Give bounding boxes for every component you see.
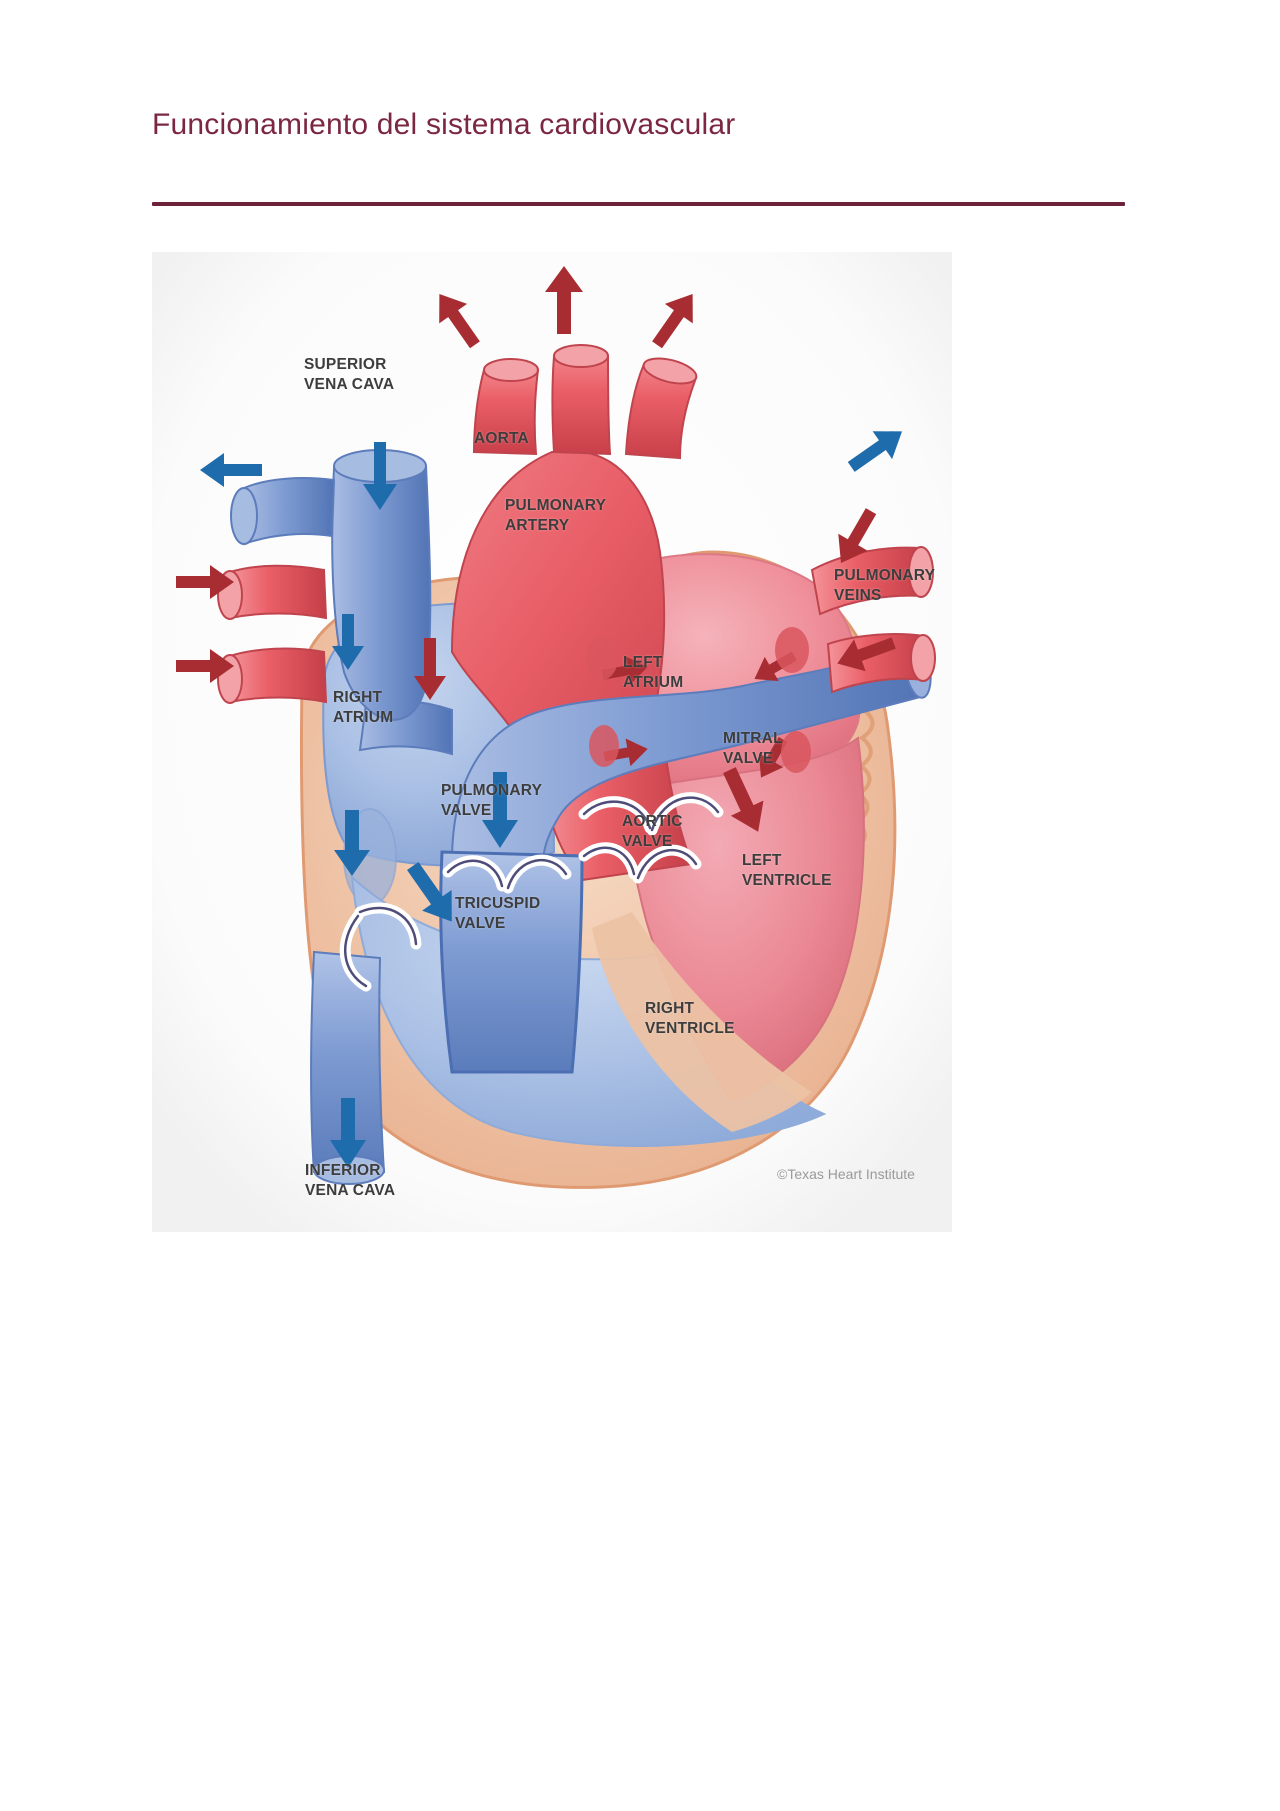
arrow-left-ventricle bbox=[723, 767, 764, 832]
label-right-ventricle: RIGHT VENTRICLE bbox=[645, 1000, 735, 1037]
label-pulmonary-veins: PULMONARY VEINS bbox=[834, 567, 936, 604]
label-mitral-valve: MITRAL VALVE bbox=[723, 730, 783, 767]
arrow-aorta-left-branch bbox=[439, 293, 480, 349]
figure-credit: ©Texas Heart Institute bbox=[777, 1166, 915, 1182]
arrow-ra-in bbox=[332, 614, 364, 670]
label-left-ventricle: LEFT VENTRICLE bbox=[742, 852, 832, 889]
heart-anatomy-figure: ©Texas Heart Institute bbox=[152, 252, 952, 1232]
title-divider bbox=[152, 202, 1125, 206]
arrow-pulmonary-vein-ll bbox=[176, 649, 234, 683]
heart-diagram-svg bbox=[152, 252, 952, 1232]
arrow-ivc-up bbox=[330, 1098, 366, 1168]
label-tricuspid-valve: TRICUSPID VALVE bbox=[455, 895, 541, 932]
arrow-pulmonary-vein-lu bbox=[176, 565, 234, 599]
flow-arrows-deoxygenated bbox=[200, 431, 903, 1168]
interventricular-septum bbox=[592, 912, 812, 1132]
arrow-tricuspid-in bbox=[407, 861, 452, 922]
arrow-innominate-out bbox=[200, 453, 262, 487]
arrow-ra-up bbox=[334, 810, 370, 876]
label-right-atrium: RIGHT ATRIUM bbox=[333, 689, 394, 726]
arrow-aorta-mid-branch bbox=[545, 266, 583, 334]
pulmonary-veins-left bbox=[217, 564, 328, 704]
valve-cusp-outlines bbox=[344, 796, 720, 988]
aortic-arch-branches bbox=[472, 344, 698, 460]
label-aortic-valve: AORTIC VALVE bbox=[622, 813, 683, 850]
arrow-la-4 bbox=[758, 736, 788, 778]
page-title: Funcionamiento del sistema cardiovascula… bbox=[152, 108, 736, 141]
flow-arrows-oxygenated bbox=[176, 266, 896, 832]
label-left-atrium: LEFT ATRIUM bbox=[623, 654, 684, 691]
label-pulmonary-valve: PULMONARY VALVE bbox=[441, 782, 543, 819]
label-aorta: AORTA bbox=[474, 430, 529, 447]
label-pulmonary-artery: PULMONARY ARTERY bbox=[505, 497, 607, 534]
arrow-pulmonary-vein-rl bbox=[837, 637, 896, 672]
arrow-aorta-up bbox=[414, 638, 446, 700]
pulmonary-trunk-descending bbox=[439, 850, 584, 1074]
innominate-vein-opening bbox=[230, 487, 258, 545]
arrow-pulmonary-up bbox=[482, 772, 518, 848]
arrow-pulmonary-vein-ru bbox=[838, 508, 877, 564]
arrow-aorta-right-branch bbox=[652, 293, 693, 349]
label-superior-vena-cava: SUPERIOR VENA CAVA bbox=[304, 356, 395, 393]
arrow-pulmonary-artery-out bbox=[847, 431, 903, 472]
label-inferior-vena-cava: INFERIOR VENA CAVA bbox=[305, 1162, 396, 1199]
arrow-svc-in bbox=[363, 442, 397, 510]
